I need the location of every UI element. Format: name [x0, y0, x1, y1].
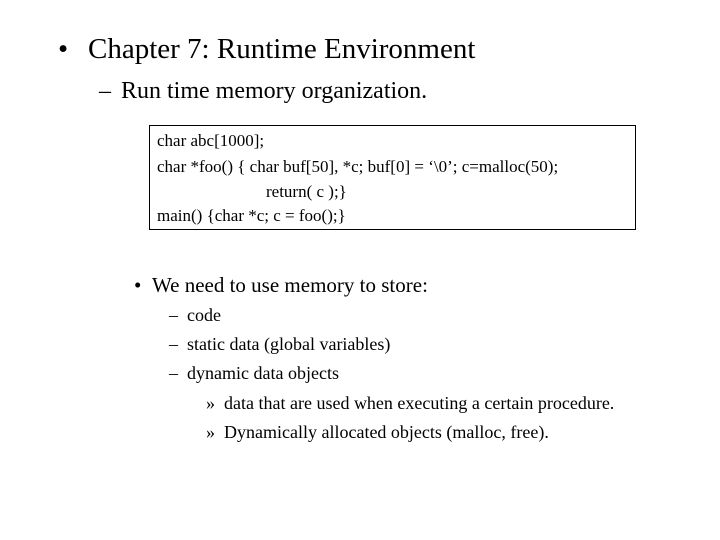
code-line-2: char *foo() { char buf[50], *c; buf[0] =… [157, 157, 559, 176]
title-bullet: • [58, 33, 69, 65]
item-dash-2: – [169, 334, 178, 354]
code-line-3: return( c );} [266, 182, 347, 201]
subtitle-dash: – [99, 78, 111, 104]
slide-title: Chapter 7: Runtime Environment [88, 33, 476, 65]
sub-marker-1: » [206, 393, 215, 413]
sub-marker-2: » [206, 422, 215, 442]
item-dash-1: – [169, 305, 178, 325]
code-line-1: char abc[1000]; [157, 131, 265, 150]
point-bullet: • [134, 273, 142, 297]
sub-item-dynamic-alloc: Dynamically allocated objects (malloc, f… [224, 422, 549, 442]
slide-subtitle: Run time memory organization. [121, 78, 428, 104]
item-dash-3: – [169, 363, 178, 383]
list-item-dynamic-data: dynamic data objects [187, 363, 339, 383]
list-item-static-data: static data (global variables) [187, 334, 391, 354]
point-text: We need to use memory to store: [152, 273, 428, 297]
sub-item-procedure-data: data that are used when executing a cert… [224, 393, 615, 413]
list-item-code: code [187, 305, 221, 325]
code-box: char abc[1000]; char *foo() { char buf[5… [149, 125, 636, 230]
code-line-4: main() {char *c; c = foo();} [157, 206, 346, 225]
